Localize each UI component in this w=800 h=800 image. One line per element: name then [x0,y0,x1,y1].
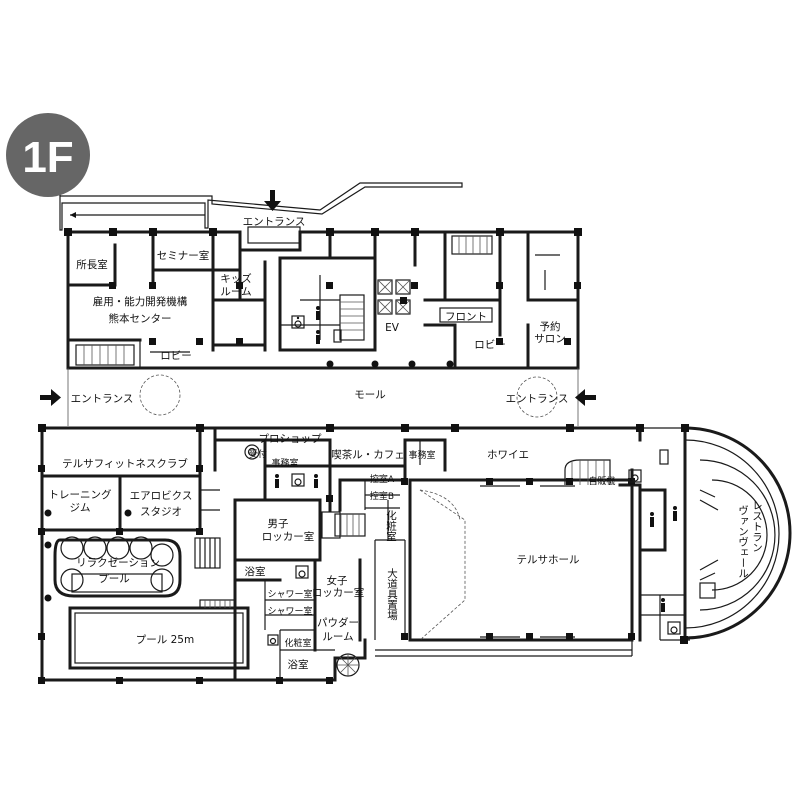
lower-labels: テルサフィットネスクラブ プロショップ 受付 事務室 喫茶ル・カフェ 事務室 ホ… [49,433,764,671]
upper-labels: エントランス 所長室 セミナー室 キッズ ルーム 雇用・能力開発機構 熊本センタ… [76,216,566,362]
relaxation-pool-shape [53,536,182,598]
lower-restroom-icons [267,469,681,646]
upper-columns [64,228,582,368]
aerobics-studio-label: スタジオ [140,506,182,518]
stairs-right-icon [451,235,493,255]
seminar-room-label: セミナー室 [157,249,210,262]
wheelchair-icon [295,565,309,579]
wheelchair-icon [291,315,305,329]
training-gym-label: ジム [70,502,91,514]
restroom-person-icon [316,330,320,344]
phone-icon [400,297,407,304]
employment-center-label: 雇用・能力開発機構 [93,295,188,308]
restaurant-vanveil-shape [660,426,792,641]
mens-locker-label: ロッカー室 [262,530,315,543]
reservation-salon-label: 予約 [540,320,561,333]
floor-badge: 1F [6,113,90,197]
upper-building-walls [66,226,580,370]
upper-restroom-icons [291,297,407,344]
bath-bottom-label: 浴室 [288,658,309,671]
floor-badge-circle [6,113,90,197]
spiral-stair-icon [336,653,360,677]
mens-locker-label: 男子 [268,518,289,530]
vending-label: 自販機 [588,475,615,487]
restroom-person-icon [673,506,677,521]
pro-shop-label: プロショップ [259,433,322,445]
shower-room-label: シャワー室 [267,588,312,600]
restroom-person-icon [661,598,665,612]
wheelchair-icon [267,634,279,646]
entrance-arrow-right-icon [575,389,596,406]
kids-room-label: ルーム [220,286,251,298]
aerobics-studio-label: エアロビクス [130,490,193,502]
restaurant-label: レストラン [751,500,763,553]
approach-canopy [59,182,463,231]
lobby-right-label: ロビー [474,339,506,351]
waiting-room-b-label: 控室B [370,490,394,502]
wheelchair-icon [667,621,681,635]
pool-25m-label: プール 25m [136,634,194,646]
reservation-salon-label: サロン [534,333,566,345]
restroom-person-icon [650,512,654,527]
cafe-label: 喫茶ル・カフェ [331,448,405,461]
elevator-label: EV [385,322,400,334]
employment-center-label: 熊本センター [109,312,172,325]
powder-room-label: パウダー [317,616,359,629]
reception-label: 受付 [249,448,267,460]
makeup-room-label: 化粧室 [284,637,311,649]
entrance-arrow-top-icon [264,190,281,211]
womens-locker-label: 女子 [327,574,348,587]
reception-spiral-icon [244,444,260,460]
kids-room-label: キッズ [220,272,252,285]
front-label: フロント [445,311,487,323]
wheelchair-icon [291,473,305,487]
office-right-label: 事務室 [408,449,435,461]
phone-icon [333,329,342,343]
entrance-top-label: エントランス [243,216,306,228]
lower-columns [38,424,689,684]
fitness-club-label: テルサフィットネスクラブ [62,457,188,470]
mall-area: モール エントランス エントランス [40,368,596,426]
foyer-label: ホワイエ [487,449,529,461]
waiting-room-a-label: 控室A [370,473,395,485]
restroom-person-icon [275,474,279,488]
shower-room-label: シャワー室 [267,605,312,617]
stairs-left-icon [75,344,135,366]
lower-building-walls [40,426,792,682]
entrance-left-label: エントランス [71,393,134,405]
bath-top-label: 浴室 [245,565,266,578]
floor-badge-label: 1F [22,133,73,182]
entrance-right-label: エントランス [506,393,569,405]
terrsa-hall-label: テルサホール [517,554,580,566]
director-room-label: 所長室 [76,258,108,271]
office-left-label: 事務室 [271,457,298,469]
relaxation-pool-label: リラクゼーション [76,557,160,569]
lobby-left-label: ロビー [160,350,192,362]
restroom-person-icon [316,306,320,320]
elevators-icon [377,279,411,315]
storage-label: 大道具置場 [386,567,398,621]
restaurant-label: ヴァンヴェール [737,504,749,578]
relaxation-pool-label: プール [98,573,130,585]
powder-small-label: 化粧室 [385,509,397,541]
wheelchair-icon [628,469,642,483]
stairs-middle-icon [339,294,365,341]
restroom-person-icon [314,474,318,488]
mall-label: モール [354,389,386,401]
entrance-arrow-left-icon [40,389,61,406]
training-gym-label: トレーニング [49,488,112,501]
powder-room-label: ルーム [322,631,353,643]
womens-locker-label: ロッカー室 [312,586,365,599]
